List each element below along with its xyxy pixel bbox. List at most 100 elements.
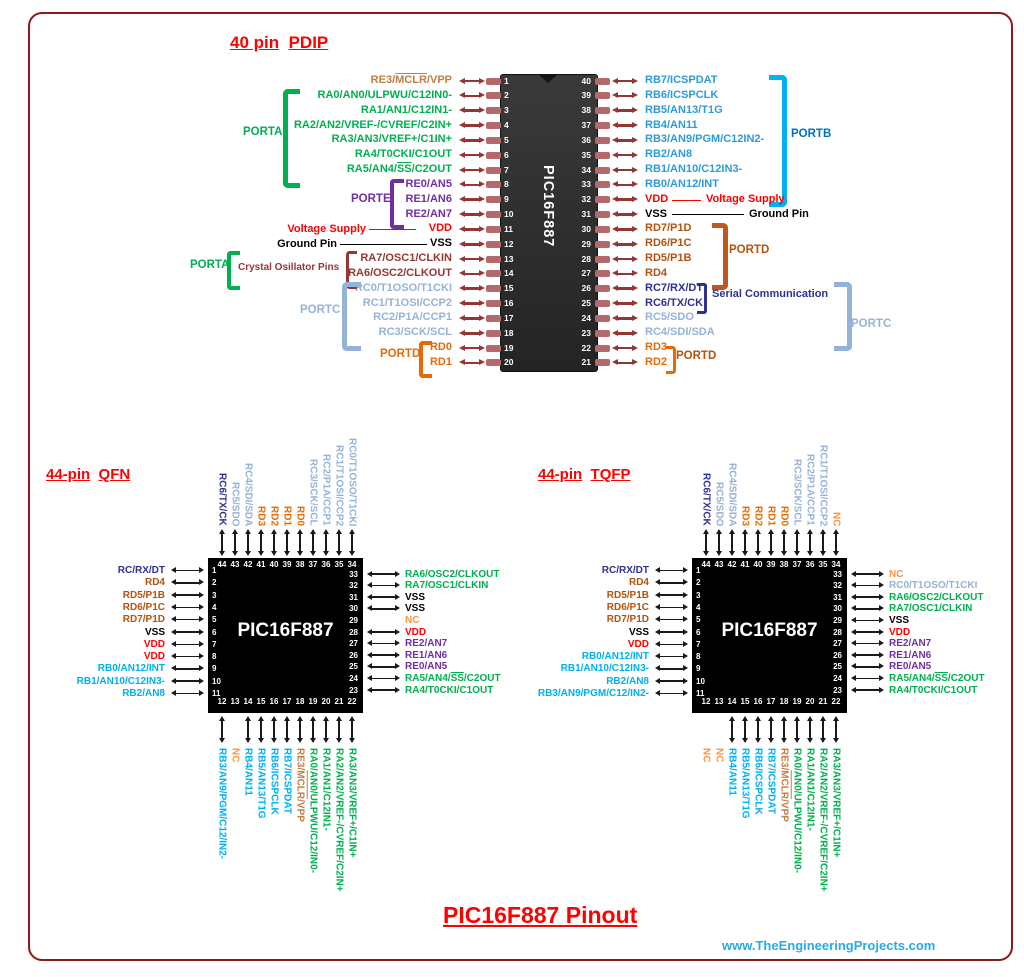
pdip-pin-32-label: VDD (645, 192, 669, 205)
arrow-head-icon (367, 593, 372, 600)
arrow-head-icon (199, 640, 204, 647)
porte-group-label: PORTE (351, 193, 391, 205)
porta2-bracket (227, 251, 240, 290)
pdip-pin-37-label: RB4/AN11 (645, 118, 698, 131)
pin-arrow-icon (464, 272, 480, 276)
ground-pin-left-label: Ground Pin (277, 237, 337, 250)
pin-arrow-icon (371, 584, 396, 587)
pin-arrow-icon (659, 569, 684, 572)
arrow-head-icon (479, 344, 485, 351)
arrow-head-icon (632, 329, 638, 336)
pin-arrow-icon (757, 720, 759, 739)
pin-arrow-icon (855, 654, 880, 656)
pdip-pin-31-label: VSS (645, 207, 668, 220)
qfn-right-pin-23-label: RA4/T0CKI/C1OUT (405, 684, 494, 696)
pdip-pin-8-number: 8 (504, 179, 509, 190)
arrow-head-icon (879, 605, 884, 612)
pin-arrow-icon (325, 533, 327, 552)
pdip-pin-4-number: 4 (504, 120, 509, 131)
tqfp-chip-name: PIC16F887 (721, 620, 818, 641)
pin-arrow-icon (855, 677, 880, 680)
arrow-head-icon (655, 690, 660, 696)
pin-arrow-icon (175, 569, 200, 572)
website-link[interactable]: www.TheEngineeringProjects.com (722, 938, 936, 953)
arrow-head-icon (715, 551, 722, 556)
arrow-head-icon (728, 551, 735, 556)
portc-right-group-label: PORTC (851, 318, 892, 330)
arrow-head-icon (479, 181, 485, 188)
tqfp-right-pin-27-number: 27 (833, 639, 842, 649)
arrow-head-icon (459, 107, 465, 114)
pin-arrow-icon (770, 720, 772, 739)
arrow-head-icon (683, 579, 688, 586)
arrow-head-icon (767, 551, 774, 556)
qfn-bottom-pin-20-label: RA1/AN1/C12IN1- (320, 748, 332, 831)
arrow-head-icon (612, 225, 618, 232)
tqfp-right-pin-23-label: RA4/T0CKI/C1OUT (889, 684, 978, 696)
pin-arrow-icon (175, 631, 200, 633)
main-title: PIC16F887 Pinout (443, 902, 638, 928)
arrow-head-icon (754, 529, 761, 534)
arrow-head-icon (231, 551, 238, 556)
arrow-head-icon (728, 529, 735, 534)
arrow-head-icon (199, 628, 204, 635)
tqfp-bottom-pin-20-number: 20 (805, 697, 815, 706)
porte-bracket (390, 179, 404, 229)
pin-stub (486, 270, 501, 278)
pin-arrow-icon (221, 533, 223, 552)
arrow-head-icon (348, 529, 355, 534)
arrow-head-icon (879, 616, 884, 623)
qfn-bottom-pin-22-number: 22 (347, 697, 357, 706)
pin-stub (486, 225, 501, 233)
arrow-head-icon (479, 77, 485, 84)
arrow-head-icon (754, 551, 761, 556)
pdip-pin-33-number: 33 (581, 179, 591, 190)
pin-arrow-icon (617, 287, 633, 291)
arrow-head-icon (395, 686, 400, 693)
arrow-head-icon (767, 529, 774, 534)
qfn-top-pin-44-number: 44 (217, 560, 227, 569)
tqfp-bottom-pin-12-number: 12 (701, 697, 711, 706)
qfn-bottom-pin-21-number: 21 (334, 697, 344, 706)
pin-arrow-icon (464, 287, 480, 291)
qfn-left-pin-3-label: RD5/P1B (122, 589, 165, 601)
pin-arrow-icon (464, 79, 480, 83)
pdip-pin-11-number: 11 (504, 223, 513, 234)
pin-arrow-icon (659, 618, 684, 621)
arrow-head-icon (171, 567, 176, 573)
qfn-top-pin-40-label: RD2 (268, 505, 280, 526)
arrow-head-icon (754, 738, 761, 743)
pdip-pin-21-label: RD2 (645, 355, 668, 368)
portd-bracket (419, 341, 432, 378)
qfn-top-pin-38-label: RD0 (294, 505, 306, 526)
pdip-pin-25-number: 25 (581, 298, 591, 309)
arrow-head-icon (309, 716, 316, 721)
arrow-head-icon (322, 551, 329, 556)
arrow-head-icon (793, 716, 800, 721)
pin-arrow-icon (855, 666, 880, 668)
pin-arrow-icon (835, 720, 837, 739)
arrow-head-icon (851, 686, 856, 693)
arrow-head-icon (171, 603, 176, 610)
pdip-pin-14-label: RA6/OSC2/CLKOUT (348, 266, 452, 279)
arrow-head-icon (479, 240, 485, 247)
arrow-head-icon (741, 716, 748, 721)
qfn-left-pin-11-number: 11 (212, 689, 221, 698)
qfn-section-title: 44-pin QFN (46, 466, 130, 483)
arrow-head-icon (683, 567, 688, 573)
arrow-head-icon (741, 738, 748, 743)
pin-stub (595, 151, 610, 159)
pin-arrow-icon (855, 596, 880, 598)
pin-arrow-icon (855, 631, 880, 633)
tqfp-right-pin-27-label: RE2/AN7 (889, 638, 932, 650)
pin-arrow-icon (855, 642, 880, 645)
tqfp-top-pin-41-number: 41 (740, 560, 750, 569)
pin-stub (486, 314, 501, 322)
pdip-pin-7-label: RA5/AN4/SS/C2OUT (346, 163, 452, 176)
qfn-right-pin-24-label: RA5/AN4/SS/C2OUT (405, 672, 501, 684)
pdip-pin-4-label: RA2/AN2/VREF-/CVREF/C2IN+ (293, 118, 452, 131)
pdip-pin-5-number: 5 (504, 134, 509, 145)
qfn-right-pin-32-number: 32 (349, 581, 358, 591)
pin-arrow-icon (617, 213, 633, 216)
pin-arrow-icon (175, 606, 200, 609)
